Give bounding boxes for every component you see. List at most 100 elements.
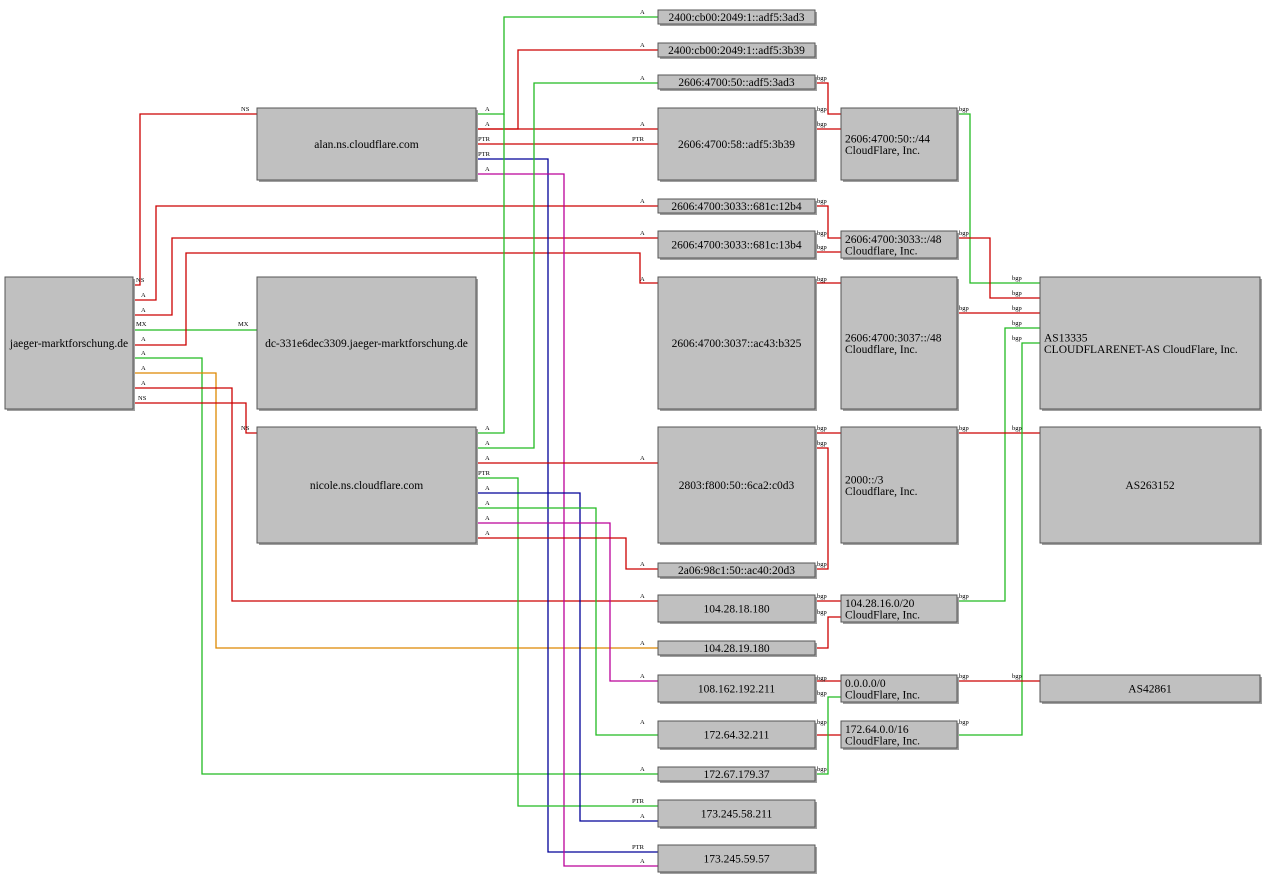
edge-label-bgp: bgp: [817, 75, 827, 82]
edge-label-bgp: bgp: [959, 230, 969, 237]
edge-label-bgp: bgp: [817, 121, 827, 128]
edge-label-bgp: bgp: [817, 230, 827, 237]
node-v6-5: 2606:4700:3033::681c:12b4: [657, 198, 817, 215]
edge-bgp-v6-3: [815, 82, 841, 115]
node-label: 104.28.19.180: [703, 643, 769, 655]
edge-label-a: A: [485, 166, 490, 173]
edge-label-ptr: PTR: [478, 470, 491, 477]
edge-label-ns: NS: [136, 277, 145, 284]
edge-label-a: A: [640, 75, 645, 82]
edge-label-ns: NS: [241, 106, 250, 113]
nodes-layer: jaeger-marktforschung.de alan.ns.cloudfla…: [4, 9, 1262, 874]
node-label: 172.67.179.37: [703, 769, 769, 781]
node-v4-5: 172.67.179.37: [657, 766, 817, 783]
node-v6-4: 2606:4700:58::adf5:3b39: [657, 107, 817, 182]
edge-a-v4-1: [133, 387, 658, 602]
node-label: CLOUDFLARENET-AS CloudFlare, Inc.: [1044, 344, 1238, 356]
node-v6-8: 2803:f800:50::6ca2:c0d3: [657, 426, 817, 545]
node-label: CloudFlare, Inc.: [845, 609, 920, 621]
node-label: CloudFlare, Inc.: [845, 735, 920, 747]
edge-label-a: A: [640, 230, 645, 237]
edge-nicole-ptr-v4-6: [476, 477, 658, 807]
node-v4-2: 104.28.19.180: [657, 640, 817, 657]
edge-as-pfx1: [957, 113, 1040, 284]
edge-label-bgp: bgp: [817, 440, 827, 447]
edge-label-a: A: [640, 276, 645, 283]
node-v6-1: 2400:cb00:2049:1::adf5:3ad3: [657, 9, 817, 26]
edge-label-ns: NS: [241, 425, 250, 432]
edge-label-a: A: [640, 719, 645, 726]
edge-bgp-v4-5: [815, 696, 841, 775]
edge-label-a: A: [640, 198, 645, 205]
edge-label-bgp: bgp: [817, 719, 827, 726]
edge-label-ptr: PTR: [478, 151, 491, 158]
node-label: 2606:4700:3037::ac43:b325: [672, 338, 802, 350]
edge-label-bgp: bgp: [817, 766, 827, 773]
node-label: jaeger-marktforschung.de: [9, 338, 128, 350]
edge-alan-ptr-v4-7: [476, 158, 658, 853]
node-label: CloudFlare, Inc.: [845, 145, 920, 157]
node-label: CloudFlare, Inc.: [845, 689, 920, 701]
edge-label-bgp: bgp: [817, 690, 827, 697]
edge-a-v4-5: [133, 357, 658, 775]
edge-label-a: A: [485, 485, 490, 492]
edge-label-bgp: bgp: [959, 425, 969, 432]
edge-label-bgp: bgp: [817, 244, 827, 251]
node-alan: alan.ns.cloudflare.com: [256, 107, 478, 182]
edge-label-a: A: [485, 440, 490, 447]
edge-alan-v6-1: [476, 16, 658, 115]
node-label: Cloudflare, Inc.: [845, 344, 918, 356]
edge-as-pfx7: [957, 342, 1040, 736]
edge-alan-v6-2: [476, 49, 658, 130]
edge-nicole-a-v4-4: [476, 507, 658, 736]
node-label: alan.ns.cloudflare.com: [314, 139, 418, 151]
edge-bgp-v4-2: [815, 616, 841, 649]
edge-a-v6-6: [133, 237, 658, 316]
edge-label-bgp: bgp: [959, 305, 969, 312]
node-label: AS42861: [1128, 684, 1172, 696]
edge-nicole-a-v4-6: [476, 492, 658, 822]
edge-label-a: A: [485, 515, 490, 522]
edge-as-pfx5: [957, 327, 1040, 602]
edge-label-ptr: PTR: [478, 136, 491, 143]
node-v4-6: 173.245.58.211: [657, 799, 817, 829]
edge-as-pfx2: [957, 237, 1040, 299]
edge-label-a: A: [640, 9, 645, 16]
node-label: 2606:4700:58::adf5:3b39: [678, 139, 795, 151]
node-label: Cloudflare, Inc.: [845, 245, 918, 257]
edge-a-v6-7: [133, 252, 658, 346]
edge-label-a: A: [141, 336, 146, 343]
node-label: 0.0.0.0/0: [845, 678, 886, 690]
node-label: 2606:4700:50::/44: [845, 133, 930, 145]
node-v4-7: 173.245.59.57: [657, 844, 817, 874]
edge-label-bgp: bgp: [959, 719, 969, 726]
edges-layer: [133, 16, 1040, 867]
edge-label-mx: MX: [136, 321, 147, 328]
node-v6-7: 2606:4700:3037::ac43:b325: [657, 276, 817, 411]
edge-label-a: A: [640, 561, 645, 568]
node-nicole: nicole.ns.cloudflare.com: [256, 426, 478, 545]
edge-label-a: A: [640, 858, 645, 865]
node-label: 104.28.16.0/20: [845, 598, 915, 610]
edge-label-bgp: bgp: [959, 673, 969, 680]
node-as2: AS263152: [1039, 426, 1262, 545]
node-label: 108.162.192.211: [698, 684, 775, 696]
edge-label-bgp: bgp: [1012, 425, 1022, 432]
edge-a-v6-5: [133, 205, 658, 301]
edge-label-a: A: [485, 425, 490, 432]
node-label: 2803:f800:50::6ca2:c0d3: [679, 480, 795, 492]
node-label: AS13335: [1044, 332, 1088, 344]
edge-label-a: A: [141, 350, 146, 357]
edge-label-bgp: bgp: [817, 609, 827, 616]
edge-label-a: A: [640, 121, 645, 128]
edge-label-bgp: bgp: [1012, 275, 1022, 282]
node-label: 173.245.59.57: [703, 854, 769, 866]
